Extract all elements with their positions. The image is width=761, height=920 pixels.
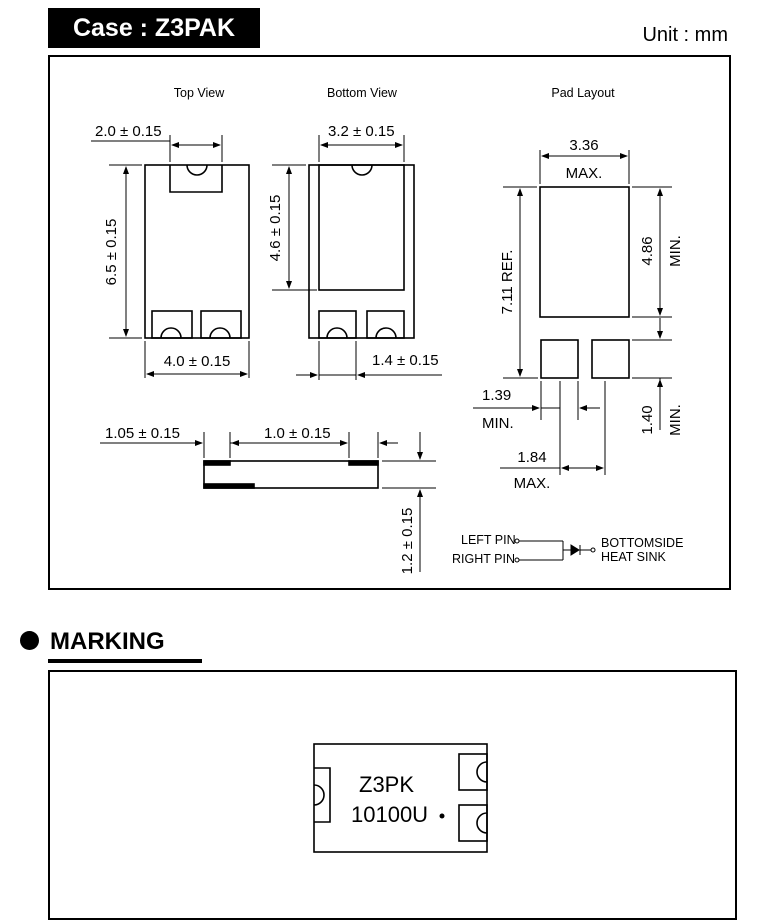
- dim-bottom-tab-width: 3.2 ± 0.15: [328, 123, 395, 140]
- marked-package: [312, 742, 488, 853]
- dim-pad-pitch-note: MAX.: [513, 475, 550, 492]
- case-title: Case : Z3PAK: [48, 8, 260, 48]
- circuit-heatsink-line2: HEAT SINK: [601, 550, 666, 564]
- dim-top-width: 4.0 ± 0.15: [163, 353, 230, 370]
- dim-pad-total-height: 7.11 REF.: [499, 249, 516, 314]
- dim-bottom-pin-width: 1.4 ± 0.15: [372, 352, 439, 369]
- pad-layout: [538, 185, 630, 379]
- dim-top-height: 6.5 ± 0.15: [103, 218, 120, 285]
- dim-side-height: 1.2 ± 0.15: [399, 507, 416, 574]
- marking-drawing: Z3PK 10100U: [312, 742, 488, 853]
- unit-label: Unit : mm: [642, 24, 728, 46]
- dim-small-pad-height-note: MIN.: [667, 404, 684, 436]
- circuit-left-pin: LEFT PIN: [461, 533, 516, 547]
- dim-pad-width: 3.36: [569, 137, 598, 154]
- bullet-icon: [20, 631, 39, 650]
- dim-small-pad-width: 1.39: [482, 387, 511, 404]
- dim-pad-height: 4.86: [639, 236, 656, 265]
- top-view-title: Top View: [173, 86, 224, 100]
- dimension-drawing: Top View Bottom View Pad Layout 2.0 ± 0.…: [90, 86, 684, 574]
- dim-top-tab-width: 2.0 ± 0.15: [95, 123, 162, 140]
- marking-frame: Z3PK 10100U: [48, 670, 737, 920]
- dim-side-left: 1.05 ± 0.15: [105, 425, 180, 442]
- dim-small-pad-width-note: MIN.: [482, 415, 514, 432]
- marking-title: MARKING: [50, 628, 165, 655]
- dim-small-pad-height: 1.40: [639, 405, 656, 434]
- diode-symbol: [514, 538, 595, 562]
- marking-underline: [48, 659, 202, 663]
- dim-pad-pitch: 1.84: [517, 449, 546, 466]
- marking-line-1: Z3PK: [359, 772, 414, 797]
- dimension-drawing-frame: Top View Bottom View Pad Layout 2.0 ± 0.…: [48, 55, 731, 590]
- dim-pad-height-note: MIN.: [667, 235, 684, 267]
- circuit-right-pin: RIGHT PIN: [452, 552, 515, 566]
- pin-dot-icon: [439, 813, 444, 818]
- bottom-view: [307, 163, 415, 339]
- bottom-view-title: Bottom View: [327, 86, 398, 100]
- pad-layout-title: Pad Layout: [551, 86, 615, 100]
- dim-bottom-inner-height: 4.6 ± 0.15: [267, 194, 284, 261]
- side-view: [202, 459, 379, 489]
- dim-side-mid: 1.0 ± 0.15: [264, 425, 331, 442]
- circuit-heatsink-line1: BOTTOMSIDE: [601, 536, 683, 550]
- dim-pad-width-note: MAX.: [565, 165, 602, 182]
- top-view: [143, 163, 250, 339]
- marking-line-2: 10100U: [351, 802, 428, 827]
